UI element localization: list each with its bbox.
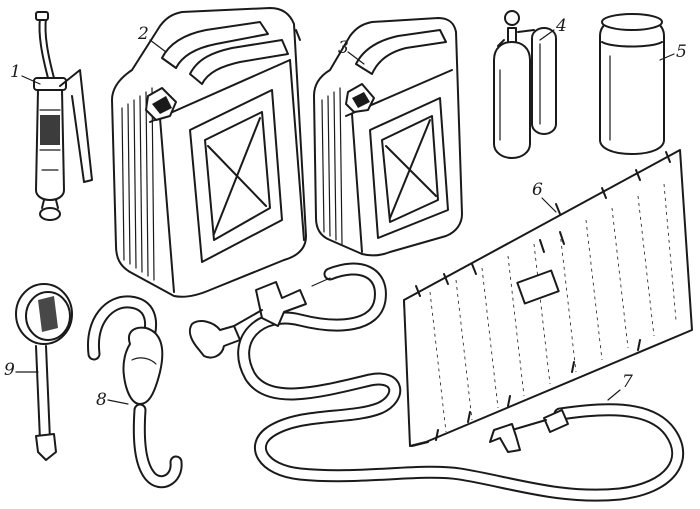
bulb-pump-hose <box>87 295 183 489</box>
callout-9: 9 <box>4 360 15 380</box>
callout-5: 5 <box>676 42 687 62</box>
leader-6 <box>541 197 557 213</box>
leader-4 <box>539 29 555 41</box>
grease-gun <box>33 11 93 221</box>
large-jerrycan <box>111 7 307 298</box>
leader-1 <box>21 75 41 85</box>
callout-8: 8 <box>96 390 107 410</box>
callout-6: 6 <box>532 180 543 200</box>
callout-7: 7 <box>622 372 633 392</box>
tire-pressure-gauge <box>15 283 73 461</box>
pressure-bottle <box>493 10 557 159</box>
tool-panel <box>403 149 693 447</box>
small-jerrycan <box>313 17 463 257</box>
leader-3 <box>347 51 365 65</box>
fuel-hose <box>188 262 685 502</box>
callout-1: 1 <box>10 62 21 82</box>
callout-2: 2 <box>138 24 149 44</box>
flask <box>599 13 665 155</box>
leader-7 <box>607 389 621 401</box>
callout-4: 4 <box>556 16 567 36</box>
leader-lines <box>15 29 675 405</box>
leader-2 <box>149 39 167 53</box>
leader-8 <box>107 399 129 405</box>
leader-5 <box>659 53 675 61</box>
callout-3: 3 <box>338 38 349 58</box>
